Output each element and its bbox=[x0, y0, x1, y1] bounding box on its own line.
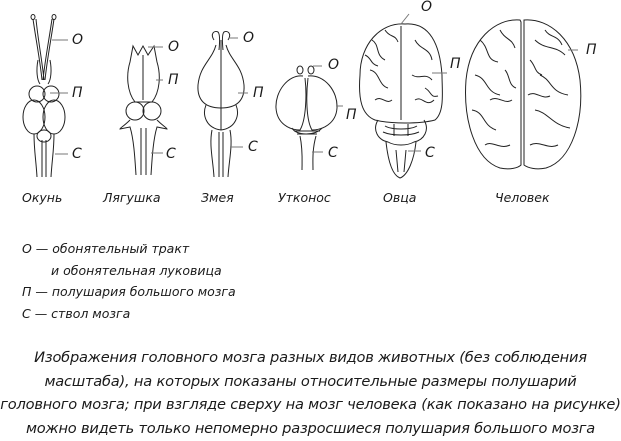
label-p-frog: П bbox=[168, 72, 179, 88]
animal-name-sheep: Овца bbox=[383, 190, 417, 205]
label-p-human: П bbox=[586, 42, 597, 58]
label-p-perch: П bbox=[72, 85, 83, 101]
figure-caption: Изображения головного мозга разных видов… bbox=[0, 346, 621, 440]
label-o-perch: О bbox=[72, 32, 84, 48]
animal-name-frog: Лягушка bbox=[103, 190, 161, 205]
label-o-sheep: О bbox=[421, 0, 433, 15]
label-s-platypus: С bbox=[328, 145, 338, 161]
label-o-snake: О bbox=[243, 30, 255, 46]
brain-drawings bbox=[22, 13, 582, 179]
sheep-brain-drawing bbox=[359, 13, 447, 179]
label-p-sheep: П bbox=[450, 56, 461, 72]
label-s-perch: С bbox=[72, 146, 82, 162]
frog-brain-drawing bbox=[119, 44, 168, 176]
legend: О — обонятельный тракт и обонятельная лу… bbox=[22, 238, 236, 324]
perch-brain-drawing bbox=[22, 14, 68, 178]
label-o-frog: О bbox=[168, 39, 180, 55]
label-p-platypus: П bbox=[346, 107, 357, 123]
legend-line-p: П — полушария большого мозга bbox=[22, 284, 236, 299]
caption-line-1: Изображения головного мозга разных видов… bbox=[34, 349, 587, 366]
legend-line-o-continued: и обонятельная луковица bbox=[51, 262, 222, 278]
animal-name-platypus: Утконос bbox=[278, 190, 331, 205]
animal-name-perch: Окунь bbox=[22, 190, 63, 205]
brain-comparison-figure: О П С Окунь О П С Лягушка О П С Змея О П… bbox=[0, 0, 621, 220]
legend-line-o: О — обонятельный тракт bbox=[22, 241, 190, 256]
label-s-frog: С bbox=[166, 146, 176, 162]
animal-name-snake: Змея bbox=[201, 190, 234, 205]
human-brain-drawing bbox=[465, 19, 582, 170]
legend-line-s: С — ствол мозга bbox=[22, 305, 131, 321]
label-s-snake: С bbox=[248, 139, 258, 155]
label-o-platypus: О bbox=[328, 57, 340, 73]
platypus-brain-drawing bbox=[275, 65, 343, 171]
animal-name-human: Человек bbox=[495, 190, 550, 205]
caption-line-2: масштаба), на которых показаны относител… bbox=[44, 372, 577, 390]
label-s-sheep: С bbox=[425, 145, 435, 161]
snake-brain-drawing bbox=[197, 31, 248, 178]
caption-line-3: головного мозга; при взгляде сверху на м… bbox=[0, 396, 621, 413]
label-p-snake: П bbox=[253, 85, 264, 101]
caption-line-4: можно видеть только непомерно разросшиес… bbox=[25, 419, 595, 437]
